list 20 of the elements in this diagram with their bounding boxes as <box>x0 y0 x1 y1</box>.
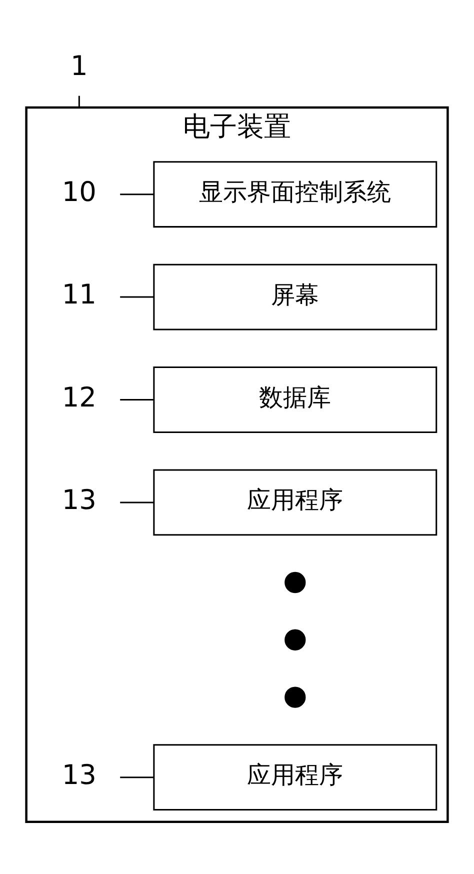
node-text: 10 <box>62 176 96 208</box>
node-text: 13 <box>62 484 96 516</box>
node-text: 11 <box>62 279 96 310</box>
node-text: 1 <box>70 50 88 82</box>
node-circle <box>284 571 306 593</box>
node-box: 应用程序 <box>153 468 438 536</box>
node-text: 13 <box>62 759 96 790</box>
connector <box>120 398 154 400</box>
node-box: 显示界面控制系统 <box>153 160 438 228</box>
connector <box>120 776 154 778</box>
connector <box>120 193 154 195</box>
connector <box>120 296 154 298</box>
node-box: 数据库 <box>153 366 438 432</box>
connector <box>78 95 80 107</box>
node-box: 应用程序 <box>153 744 438 810</box>
node-circle <box>284 628 306 650</box>
node-box: 屏幕 <box>153 263 438 330</box>
node-text: 12 <box>62 382 96 413</box>
node-circle <box>284 686 306 708</box>
connector <box>120 501 154 503</box>
